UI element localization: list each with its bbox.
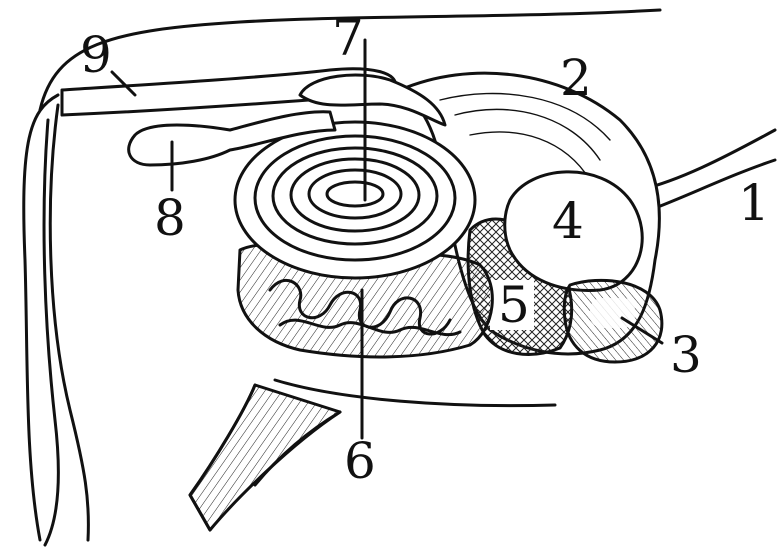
label-8: 8 <box>154 189 186 247</box>
belly-line <box>275 380 555 406</box>
label-7: 7 <box>332 9 364 67</box>
fore-limb <box>190 385 340 530</box>
hind-limb-inner <box>50 105 88 540</box>
label-9: 9 <box>80 26 112 84</box>
label-1: 1 <box>738 174 770 232</box>
label-3: 3 <box>670 326 702 384</box>
label-2: 2 <box>560 49 592 107</box>
label-5: 5 <box>498 276 530 334</box>
label-4: 4 <box>552 192 584 250</box>
organ-7-outer <box>235 122 475 278</box>
label-6: 6 <box>344 432 376 490</box>
